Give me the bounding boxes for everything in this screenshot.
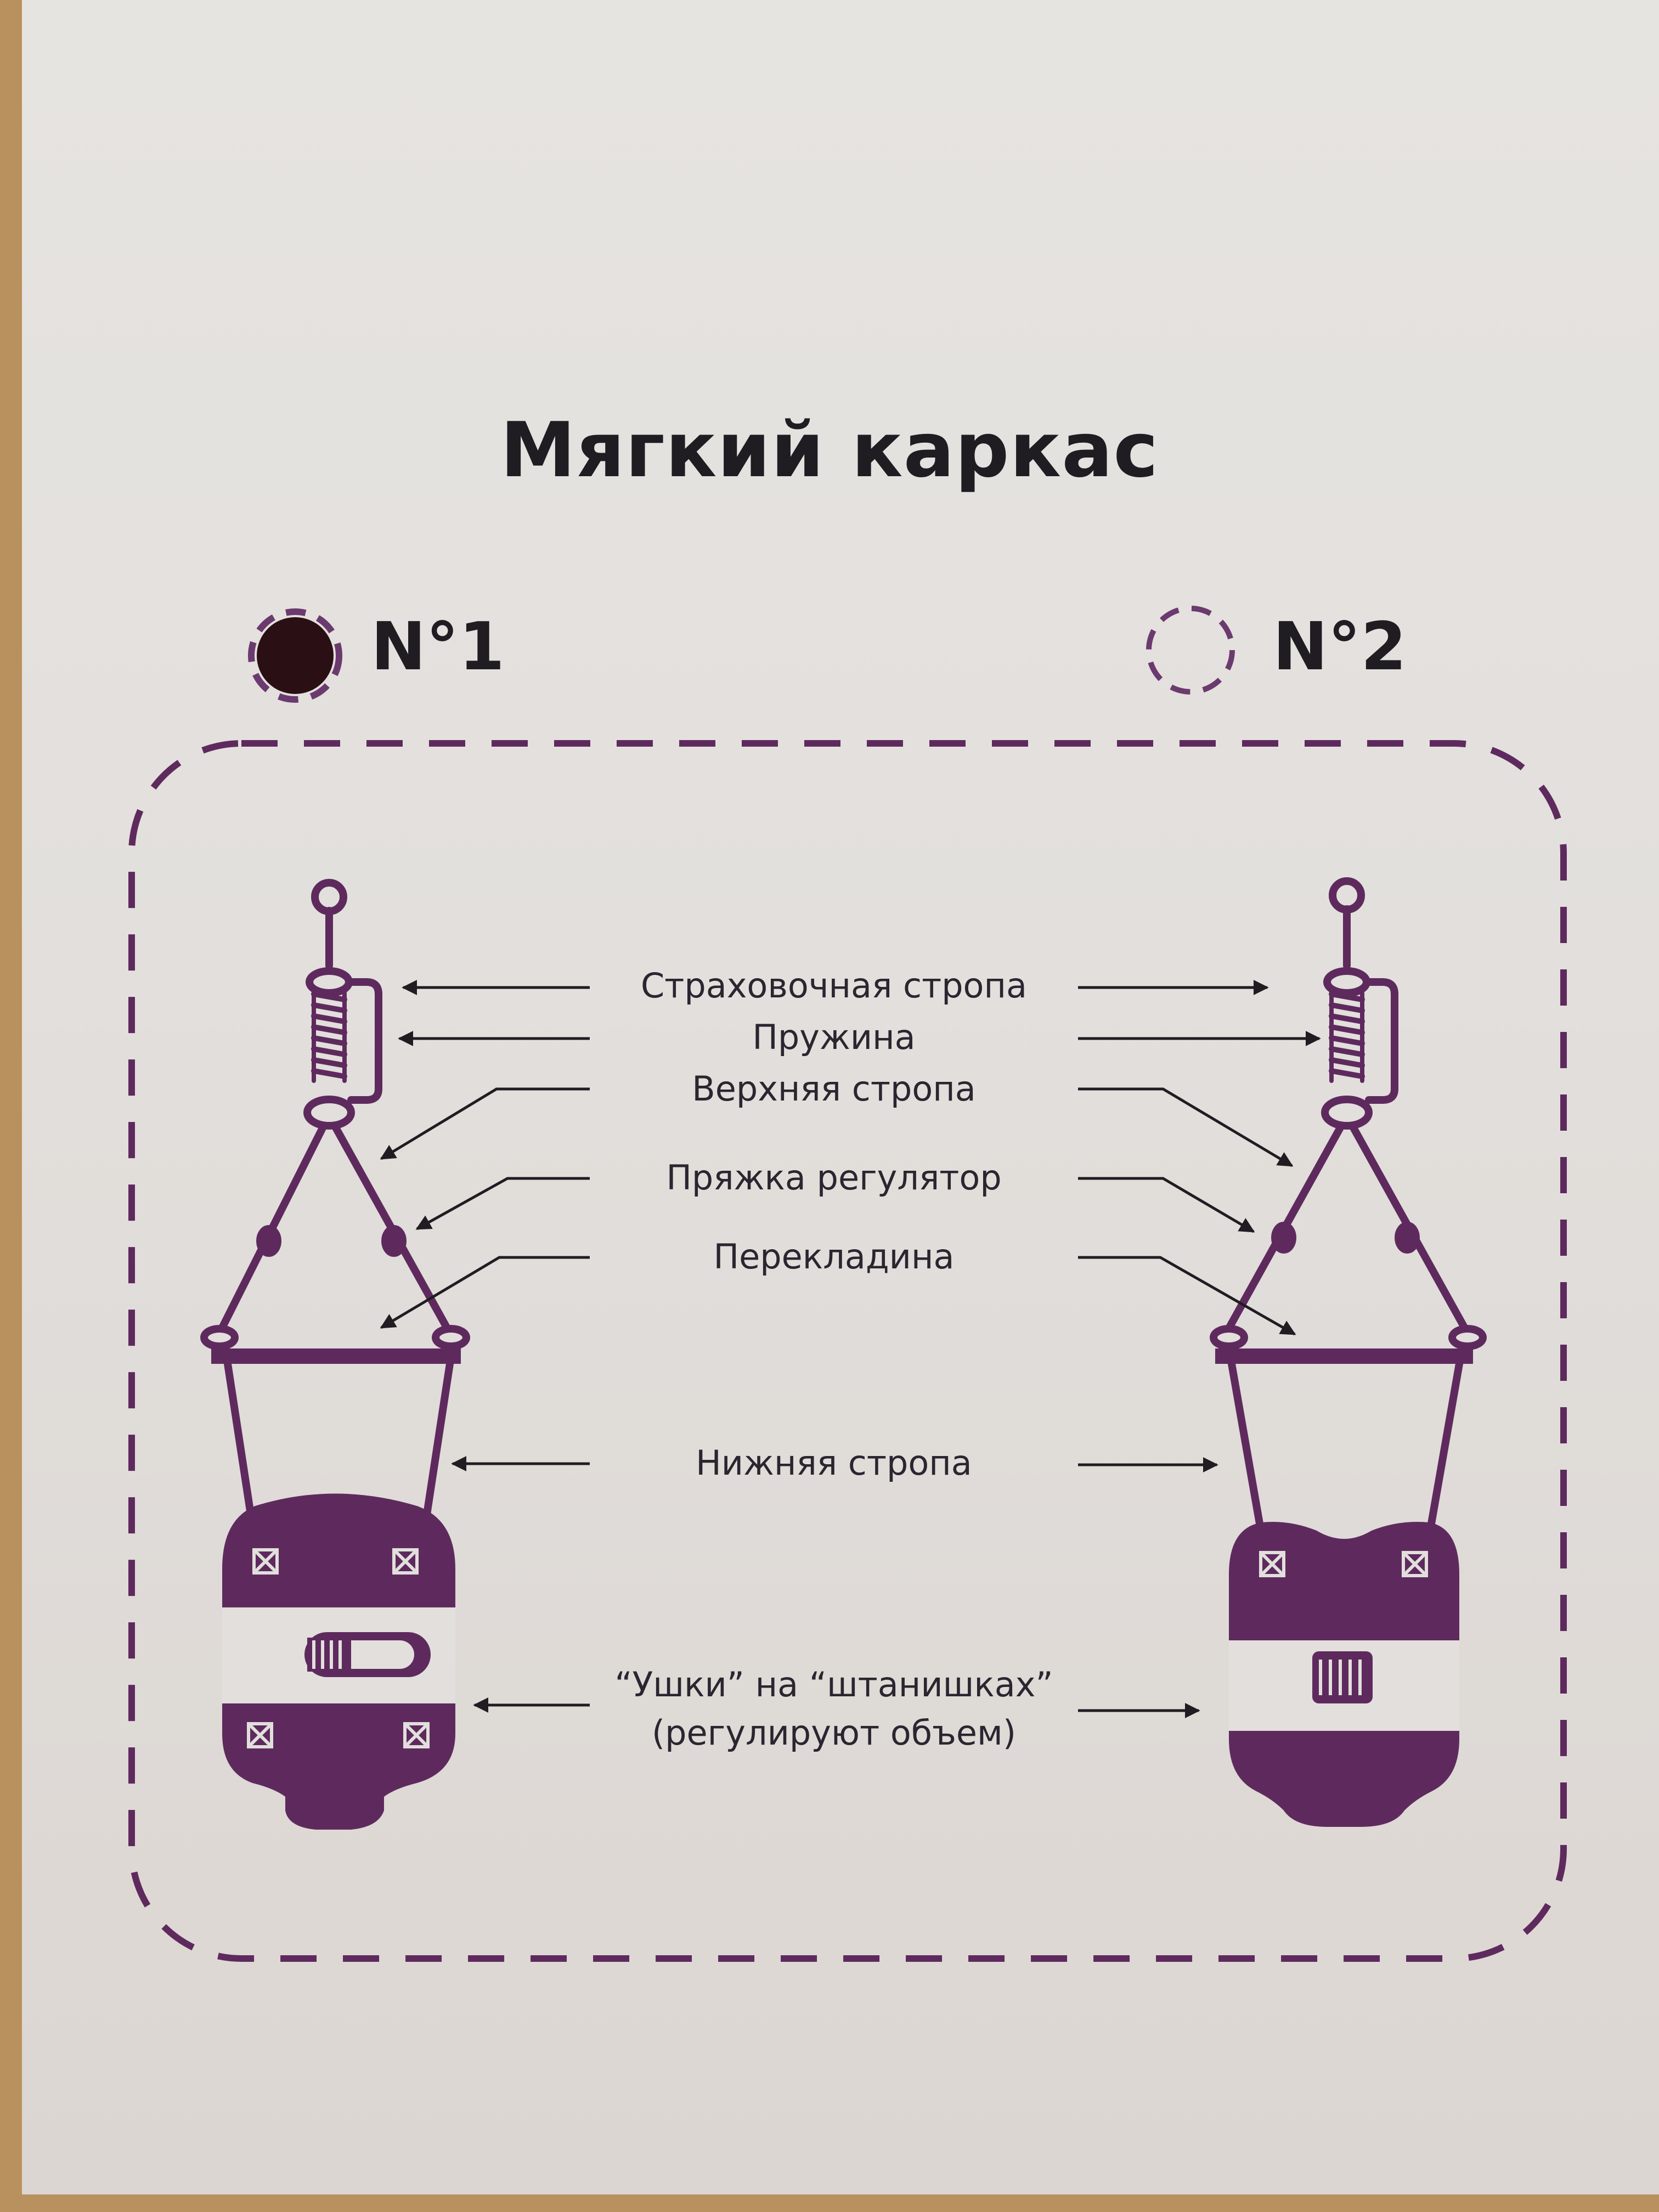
label-upper-strap: Верхняя стропа <box>692 1069 976 1109</box>
arrow-upper-strap-right <box>1078 1087 1294 1167</box>
leader-lines <box>380 980 1321 1718</box>
label-safety-strap: Страховочная стропа <box>641 966 1027 1006</box>
part-labels: Страховочная стропа Пружина Верхняя стро… <box>614 966 1053 1753</box>
option-2-ring[interactable] <box>1146 606 1235 695</box>
diagram-frame <box>128 740 1567 1962</box>
label-crossbar: Перекладина <box>713 1237 954 1277</box>
label-ears-line-1: “Ушки” на “штанишках” <box>614 1664 1053 1705</box>
arrow-crossbar-left <box>380 1256 590 1329</box>
arrow-buckle-left <box>415 1177 590 1231</box>
harness-2 <box>1210 877 1487 1540</box>
harness-1 <box>200 879 470 1529</box>
option-1-ring[interactable] <box>248 608 342 703</box>
arrow-crossbar-right <box>1078 1256 1296 1336</box>
arrow-upper-strap-left <box>380 1087 590 1160</box>
page-title: Мягкий каркас <box>500 406 1159 494</box>
seat-2 <box>1229 1522 1459 1827</box>
arrow-buckle-right <box>1078 1177 1255 1233</box>
option-2-label: N°2 <box>1273 609 1407 685</box>
label-buckle: Пряжка регулятор <box>666 1158 1001 1198</box>
label-lower-strap: Нижняя стропа <box>696 1443 972 1483</box>
label-ears-line-2: (регулируют объем) <box>652 1713 1016 1753</box>
option-1-label: N°1 <box>371 609 505 685</box>
option-1-selected-dot <box>257 617 334 694</box>
label-spring: Пружина <box>752 1017 915 1057</box>
seat-1 <box>222 1493 455 1830</box>
